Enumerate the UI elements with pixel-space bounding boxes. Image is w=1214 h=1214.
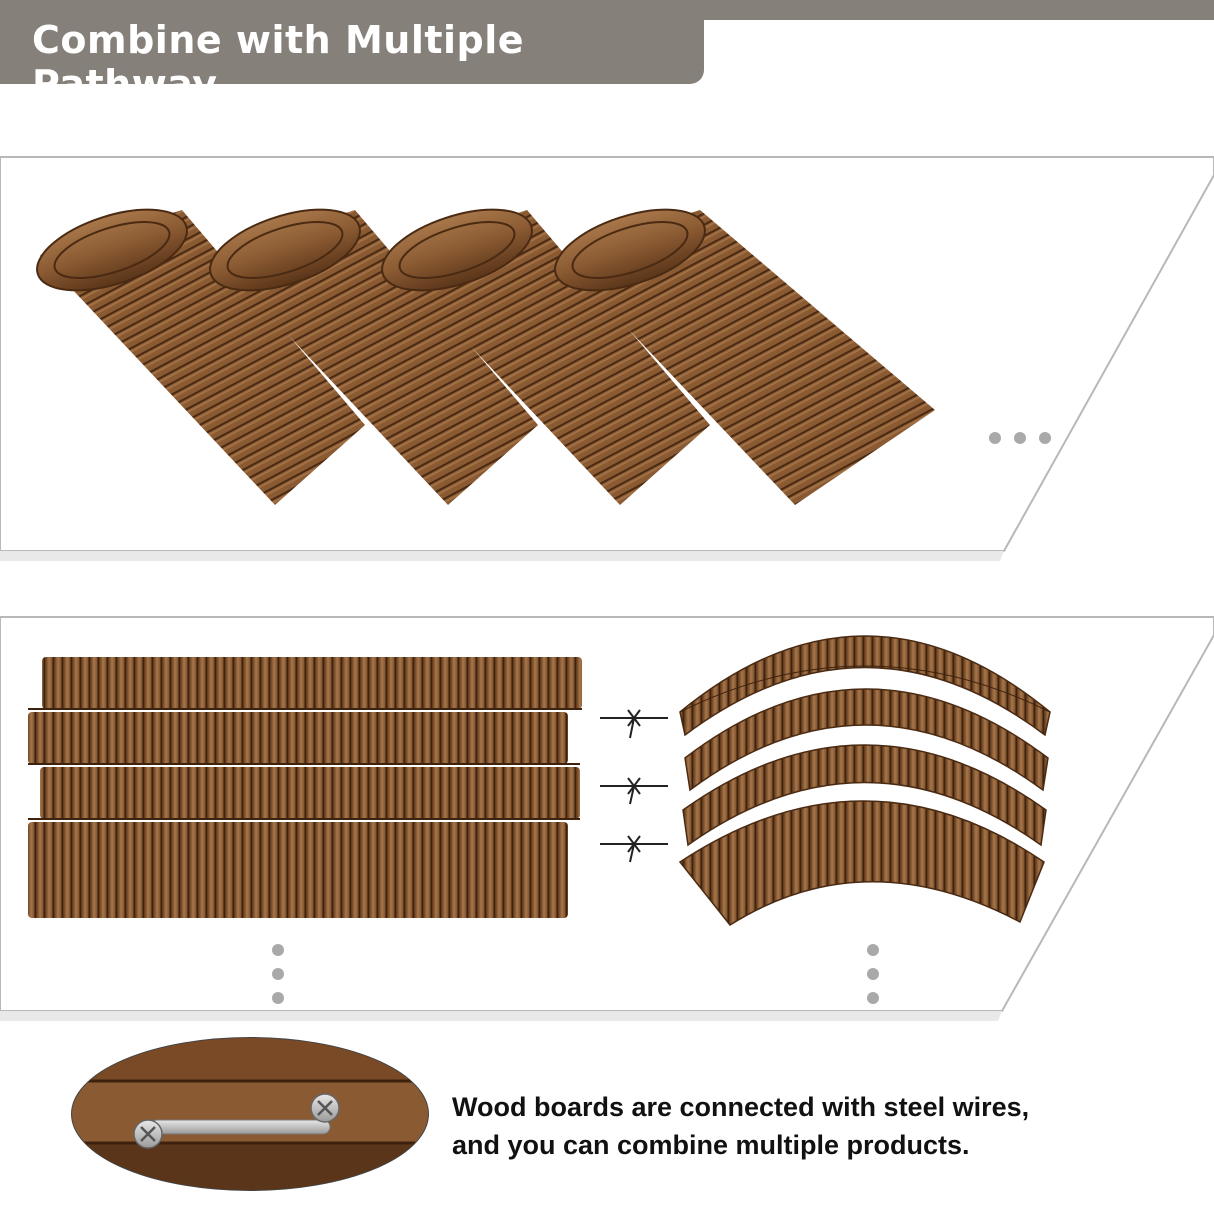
page-title: Combine with Multiple Pathway — [32, 18, 525, 106]
steel-wire-closeup — [71, 1037, 429, 1191]
steel-wire-icon — [149, 1119, 331, 1135]
rolled-walkway-4 — [554, 208, 935, 505]
ellipsis-icon — [989, 432, 1051, 444]
curved-walkways — [678, 635, 1051, 926]
vertical-ellipsis-icon — [272, 944, 284, 1004]
tied-wire-icon — [600, 835, 668, 863]
rolled-walkway-3 — [381, 208, 710, 505]
title-banner: Combine with Multiple Pathway — [0, 0, 704, 106]
rolled-walkway-1 — [36, 208, 365, 505]
straight-walkways — [28, 657, 582, 918]
caption: Wood boards are connected with steel wir… — [452, 1088, 1172, 1164]
screw-icon — [133, 1119, 163, 1149]
caption-line-2: and you can combine multiple products. — [452, 1130, 970, 1160]
tied-wire-icon — [600, 709, 668, 739]
tied-wire-icon — [600, 777, 668, 805]
vertical-ellipsis-icon — [867, 944, 879, 1004]
caption-line-1: Wood boards are connected with steel wir… — [452, 1092, 1030, 1122]
rolled-walkway-2 — [209, 208, 538, 505]
screw-icon — [310, 1093, 340, 1123]
